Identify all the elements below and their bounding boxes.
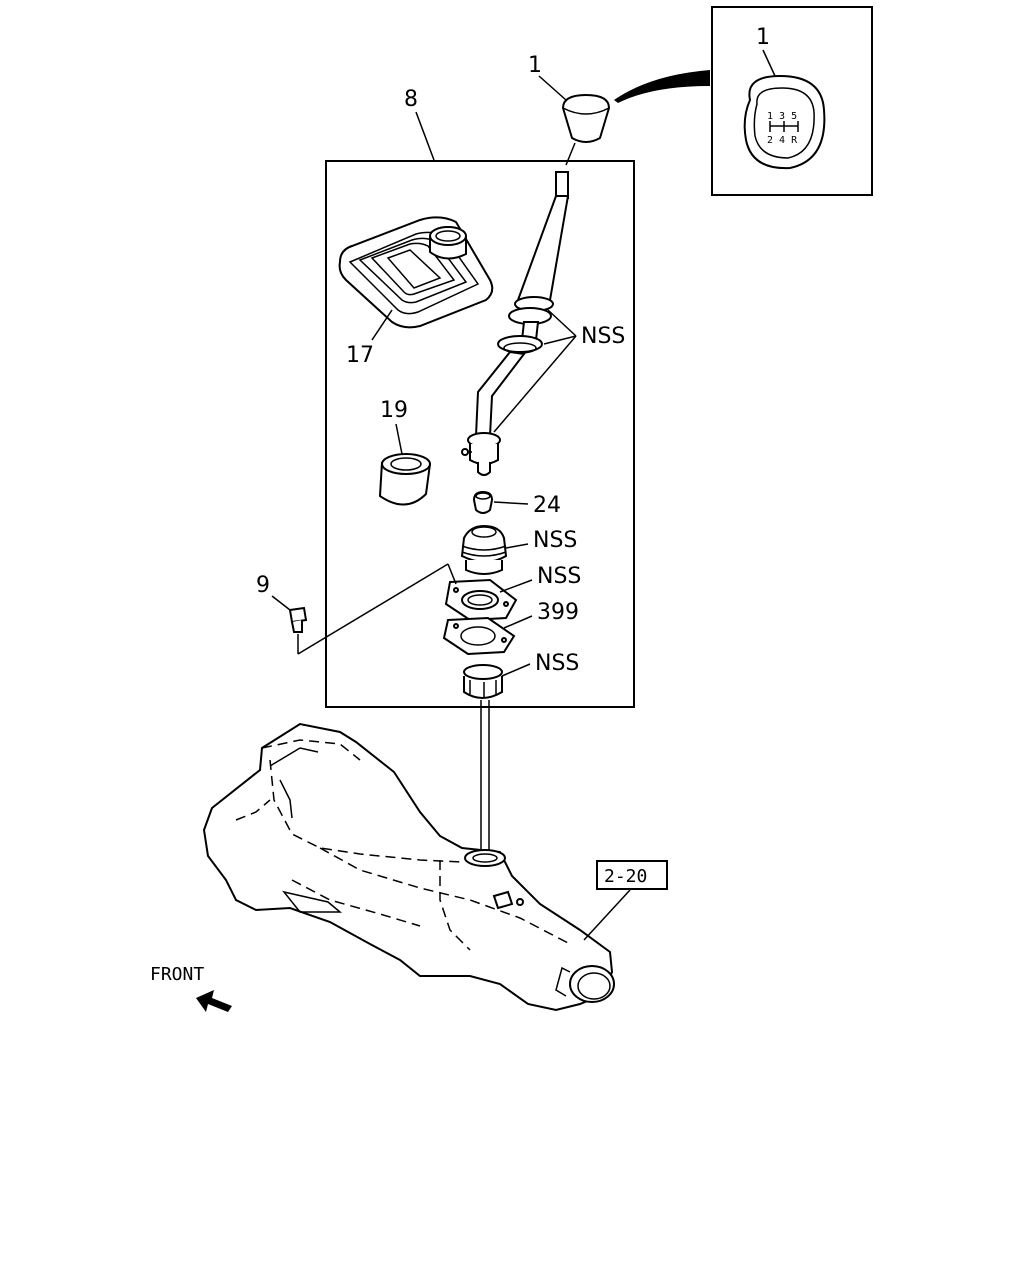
gasket: 399 [442,600,579,656]
knob-detail-inset: 1 1 3 5 2 4 R [711,6,873,196]
svg-text:1 3 5: 1 3 5 [767,111,797,122]
shift-lever-kit-box: 8 [325,87,635,708]
boot-callout: 17 [346,343,374,368]
detail-pointer-arrow [614,70,710,103]
front-indicator: FRONT [150,964,232,1012]
shift-lever [461,171,570,476]
shift-boot: 17 [338,216,494,368]
ball-seat: 24 [472,490,561,518]
lever-retainer: NSS [463,651,579,699]
inset-knob-callout: 1 [756,25,770,50]
bushing-callout: 19 [380,398,408,423]
spring-seat: NSS [460,524,577,575]
transmission-ref-label: 2-20 [604,866,647,887]
bolt-callout: 9 [256,573,270,598]
gasket-callout: 399 [537,600,579,625]
front-arrow-icon [196,990,232,1012]
transmission-reference: 2-20 [583,860,668,941]
bolt: 9 [256,563,457,655]
plate-nss-callout: NSS [537,564,581,589]
lever-nss-callout: NSS [581,324,625,349]
svg-text:2 4 R: 2 4 R [767,135,798,146]
seat-nss-callout: NSS [533,528,577,553]
retainer-nss-callout: NSS [535,651,579,676]
knob-callout: 1 [528,53,542,78]
kit-callout: 8 [404,87,418,112]
shift-pattern-icon: 1 3 5 2 4 R [767,111,799,146]
shift-knob: 1 [528,53,611,166]
ball-seat-callout: 24 [533,493,561,518]
bushing: 19 [378,398,431,506]
retainer-plate: NSS [444,564,581,622]
lever-nss-leader: NSS [493,309,625,433]
transmission-case [202,722,615,1012]
front-label: FRONT [150,964,204,985]
